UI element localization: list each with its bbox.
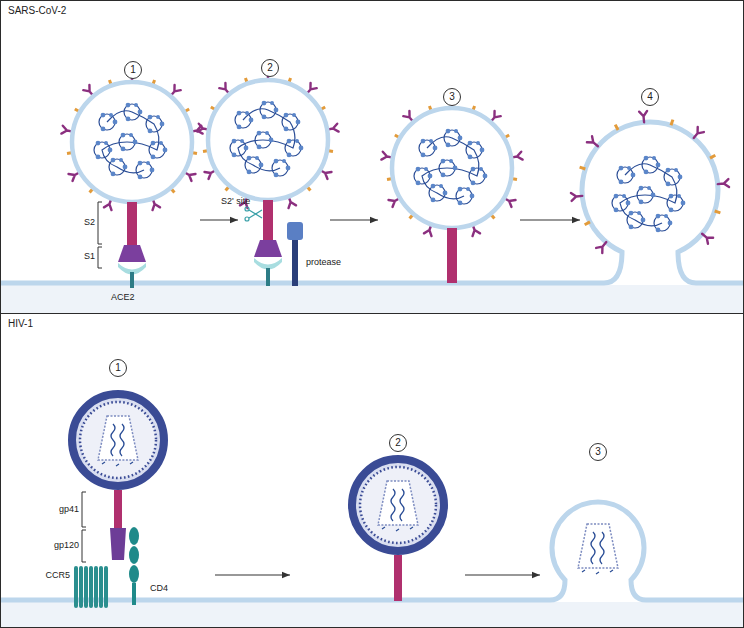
- virus-particle: [447, 228, 457, 283]
- fusion-bulge: [670, 119, 675, 126]
- fusion-bulge: [614, 124, 619, 131]
- part-label: S1: [84, 251, 95, 262]
- step-number: 3: [443, 88, 461, 106]
- cd4-receptor: [129, 565, 139, 583]
- ccr5-receptor: [74, 566, 78, 608]
- stage-box: 3: [378, 87, 520, 285]
- part-label: protease: [306, 257, 341, 268]
- fusion-bulge: [587, 136, 601, 149]
- fusion-bulge: [579, 166, 586, 171]
- virus-particle: [72, 394, 164, 608]
- cd4-receptor: [129, 527, 139, 605]
- virus-particle: [130, 272, 134, 288]
- cd4-receptor: [129, 527, 139, 545]
- part-label: S2' site: [221, 196, 250, 207]
- virus-particle: [287, 222, 303, 240]
- stage-box: 2: [290, 433, 465, 600]
- fusion-bulge: [596, 240, 609, 254]
- virus-particle: [72, 394, 164, 486]
- fusion-bulge: [691, 127, 704, 141]
- stage-box: 2: [238, 58, 330, 285]
- panel: HIV-1 1 2 3: [0, 313, 744, 628]
- virus-particle: [114, 490, 122, 528]
- virus-particle: [61, 71, 202, 210]
- fusion-bulge: [639, 111, 648, 123]
- ccr5-receptor: [79, 566, 83, 608]
- step-number: 3: [589, 443, 607, 461]
- step-number: 2: [389, 434, 407, 452]
- stage-box: 1: [60, 358, 215, 600]
- ccr5-receptor: [99, 566, 103, 608]
- cd4-receptor: [129, 546, 139, 564]
- ccr5-receptor: [94, 566, 98, 608]
- ccr5-receptor: [84, 566, 88, 608]
- virus-particle: [254, 240, 282, 257]
- ccr5-receptor: [74, 566, 108, 608]
- step-arrow: [520, 219, 580, 220]
- step-arrow: [330, 219, 378, 220]
- fusion-bulge: [700, 231, 714, 244]
- step-number: 4: [641, 88, 659, 106]
- fusion-bulge: [578, 524, 618, 574]
- part-label: gp120: [54, 540, 79, 551]
- part-label: ACE2: [111, 292, 135, 303]
- fusion-bulge: [571, 111, 729, 253]
- stage-box: 4: [580, 87, 720, 285]
- virus-particle: [118, 245, 146, 262]
- panel-title: SARS-CoV-2: [8, 5, 66, 16]
- cd4-receptor: [132, 583, 136, 605]
- stage-box: 1: [62, 60, 200, 285]
- virus-particle: [292, 236, 298, 286]
- part-label: CD4: [150, 583, 168, 594]
- part-label: S2: [84, 217, 95, 228]
- virus-particle: [82, 492, 86, 562]
- virus-particle: [197, 69, 338, 286]
- step-number: 2: [261, 59, 279, 77]
- virus-particle: [266, 268, 270, 286]
- step-arrow: [465, 574, 540, 575]
- cell-membrane: [0, 602, 744, 628]
- scissors-symbol: [245, 207, 249, 211]
- fusion-bulge: [571, 192, 583, 201]
- scissors-symbol: [245, 207, 262, 221]
- virus-particle: [352, 459, 444, 551]
- virus-particle: [254, 258, 282, 270]
- step-arrow: [200, 219, 238, 220]
- fusion-bulge: [717, 179, 729, 188]
- step-number: 1: [124, 61, 142, 79]
- scissors-symbol: [245, 217, 249, 221]
- panel: SARS-CoV-2 1 2 3 4: [0, 0, 744, 314]
- virus-particle: [127, 202, 137, 245]
- ccr5-receptor: [89, 566, 93, 608]
- virus-particle: [110, 528, 126, 560]
- fusion-bulge: [578, 524, 618, 574]
- virus-particle: [381, 97, 522, 283]
- ccr5-receptor: [104, 566, 108, 608]
- virus-particle: [352, 459, 444, 601]
- virus-particle: [394, 555, 402, 601]
- virus-particle: [381, 97, 522, 236]
- virus-particle: [197, 69, 338, 208]
- cell-membrane: [0, 285, 744, 313]
- virus-particle: [61, 71, 202, 288]
- fusion-bulge: [714, 210, 721, 215]
- fusion-bulge: [612, 156, 685, 233]
- stage-box: 3: [540, 442, 660, 600]
- step-number: 1: [109, 359, 127, 377]
- part-label: gp41: [59, 504, 79, 515]
- virus-particle: [98, 202, 102, 268]
- virus-particle: [263, 200, 273, 240]
- scissors-symbol: [249, 210, 262, 218]
- step-arrow: [215, 574, 290, 575]
- fusion-bulge: [584, 221, 591, 226]
- fusion-bulge: [709, 154, 716, 159]
- part-label: CCR5: [45, 570, 70, 581]
- panel-title: HIV-1: [8, 318, 33, 329]
